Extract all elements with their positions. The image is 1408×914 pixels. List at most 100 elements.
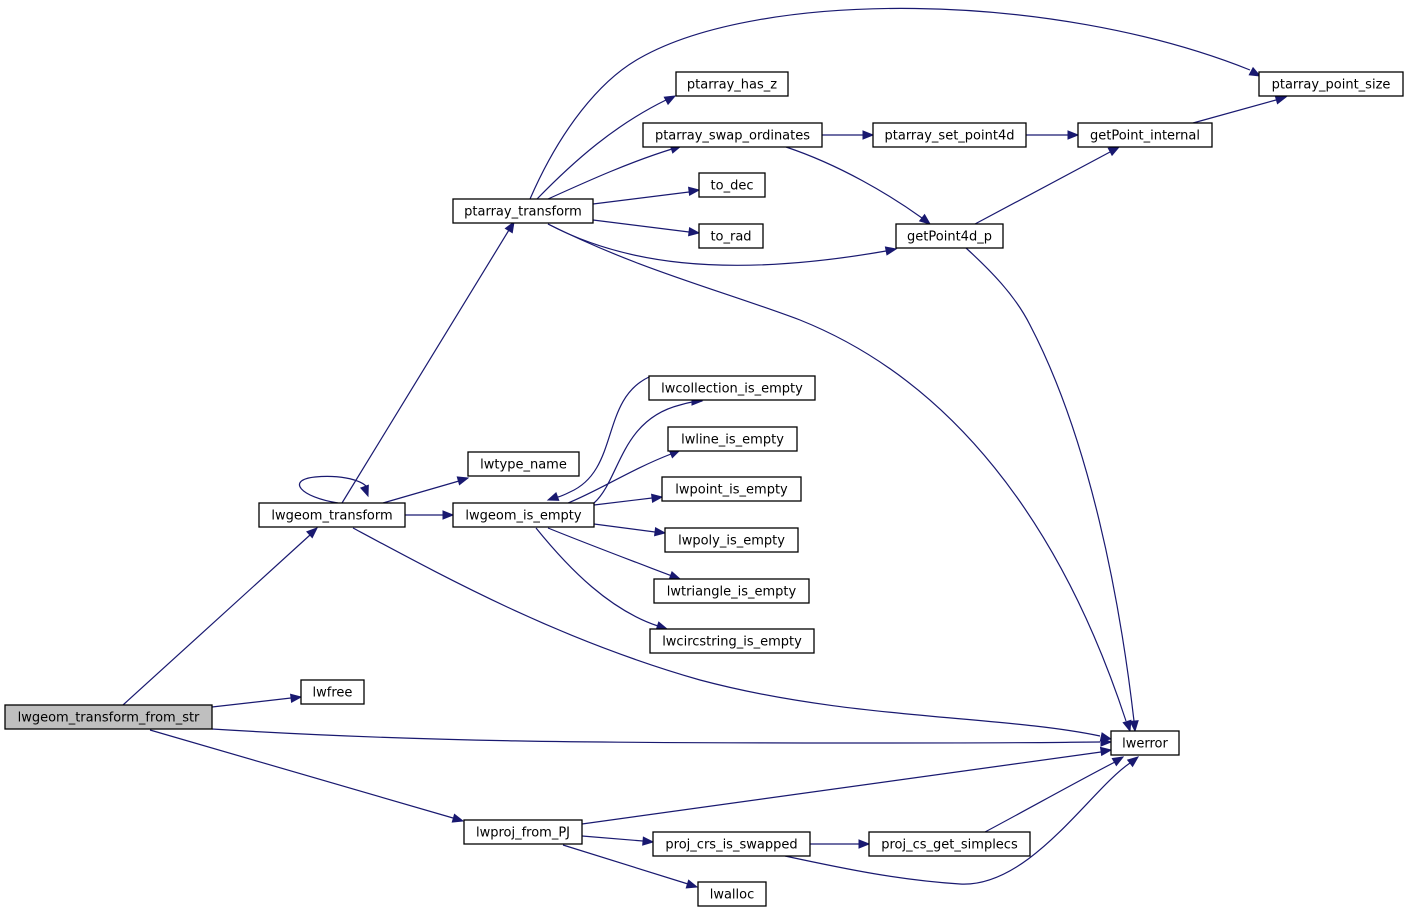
node-lwline_is_empty[interactable]: lwline_is_empty [667,426,798,452]
node-label: ptarray_transform [464,205,582,220]
arrowhead-icon [688,227,701,237]
node-lwgeom_transform[interactable]: lwgeom_transform [258,502,406,528]
edge-line [382,480,460,504]
edge-line [974,151,1111,225]
node-proj_cs_get_simplecs[interactable]: proj_cs_get_simplecs [868,831,1031,857]
node-lwerror[interactable]: lwerror [1110,730,1180,756]
node-label: lwpoint_is_empty [675,483,788,498]
edge-lwgeom_transform_from_str-to-lwproj_from_PJ [149,729,465,823]
edge-ptarray_swap_ordinates-to-getPoint4d_p [785,146,932,225]
node-to_dec[interactable]: to_dec [698,172,766,198]
edge-line [567,453,672,504]
arrowhead-icon [862,130,875,140]
edge-line [535,527,659,627]
edge-getPoint4d_p-to-getPoint_internal [974,146,1121,225]
edge-proj_crs_is_swapped-to-lwerror [784,756,1140,885]
node-ptarray_transform[interactable]: ptarray_transform [452,198,594,224]
node-label: lwgeom_transform [271,509,392,524]
node-lwpoly_is_empty[interactable]: lwpoly_is_empty [664,527,799,553]
edge-ptarray_transform-to-ptarray_swap_ordinates [547,144,683,200]
node-lwproj_from_PJ[interactable]: lwproj_from_PJ [463,819,583,845]
node-box [642,122,823,148]
node-label: lwfree [313,686,353,701]
node-lwcollection_is_empty[interactable]: lwcollection_is_empty [648,375,816,401]
edge-line [1192,99,1277,124]
arrowhead-icon [1129,720,1139,733]
edge-lwgeom_is_empty-to-lwpoint_is_empty [593,493,664,506]
edge-line [581,751,1102,825]
node-box [258,502,406,528]
arrowhead-icon [290,693,303,703]
edge-line [562,844,689,885]
node-lwpoint_is_empty[interactable]: lwpoint_is_empty [661,476,802,502]
node-label: lwgeom_is_empty [465,509,582,524]
node-label: ptarray_swap_ordinates [655,129,810,144]
edge-line [557,376,650,498]
node-lwgeom_transform_from_str[interactable]: lwgeom_transform_from_str [4,704,213,730]
arrowhead-icon [1122,719,1132,733]
node-lwfree[interactable]: lwfree [300,679,365,705]
edge-line [149,729,454,819]
arrowhead-icon [306,527,319,539]
arrowhead-icon [546,491,560,501]
edge-line [341,229,510,504]
node-ptarray_swap_ordinates[interactable]: ptarray_swap_ordinates [642,122,823,148]
node-lwcircstring_is_empty[interactable]: lwcircstring_is_empty [649,628,815,654]
edge-line [529,7,1251,200]
edge-getPoint4d_p-to-lwerror [965,247,1139,733]
arrowhead-icon [1126,756,1140,768]
node-box [1258,71,1404,97]
edge-line [984,761,1116,833]
arrowhead-icon [663,95,677,106]
node-label: lwgeom_transform_from_str [18,711,200,726]
node-ptarray_set_point4d[interactable]: ptarray_set_point4d [872,122,1027,148]
node-getPoint4d_p[interactable]: getPoint4d_p [895,223,1004,249]
edge-line [299,475,369,504]
arrowhead-icon [1248,66,1262,77]
node-to_rad[interactable]: to_rad [698,223,764,249]
node-box [895,223,1004,249]
edge-lwgeom_transform_from_str-to-lwgeom_transform [122,527,319,706]
node-lwtriangle_is_empty[interactable]: lwtriangle_is_empty [653,578,810,604]
node-label: proj_cs_get_simplecs [881,838,1018,853]
edge-line [352,527,1101,737]
node-lwtype_name[interactable]: lwtype_name [467,451,580,477]
arrowhead-icon [688,186,701,196]
arrowhead-icon [858,839,871,849]
node-label: to_dec [711,179,754,194]
node-label: ptarray_has_z [687,78,777,93]
node-box [648,375,816,401]
node-lwalloc[interactable]: lwalloc [697,881,767,907]
edge-lwgeom_is_empty-to-lwtriangle_is_empty [547,527,682,580]
node-ptarray_has_z[interactable]: ptarray_has_z [675,71,789,97]
node-lwgeom_is_empty[interactable]: lwgeom_is_empty [452,502,595,528]
node-box [649,628,815,654]
node-proj_crs_is_swapped[interactable]: proj_crs_is_swapped [652,831,811,857]
edge-lwgeom_transform-to-lwgeom_transform [299,475,369,504]
edge-lwproj_from_PJ-to-proj_crs_is_swapped [581,835,655,846]
edge-line [211,728,1101,744]
edge-line [784,762,1131,885]
edge-lwgeom_transform_from_str-to-lwerror [211,728,1113,747]
node-label: lwcircstring_is_empty [662,635,802,650]
node-label: lwtype_name [480,458,567,473]
node-label: lwpoly_is_empty [678,534,785,549]
edge-line [592,219,690,233]
node-ptarray_point_size[interactable]: ptarray_point_size [1258,71,1404,97]
edge-line [592,191,690,205]
edge-lwgeom_transform_from_str-to-lwfree [211,693,303,708]
node-box [452,198,594,224]
node-box [697,881,767,907]
edge-ptarray_transform-to-to_rad [592,219,701,237]
node-getPoint_internal[interactable]: getPoint_internal [1077,122,1213,148]
call-graph-nodes: lwgeom_transform_from_str lwgeom_transfor… [4,71,1404,907]
edge-lwcollection_is_empty-to-lwgeom_is_empty [546,376,650,501]
node-box [653,578,810,604]
arrowhead-icon [642,836,655,846]
node-box [675,71,789,97]
edge-lwgeom_transform-to-ptarray_transform [341,220,515,504]
arrowhead-icon [651,493,664,503]
edge-ptarray_transform-to-ptarray_point_size [529,7,1262,200]
edge-lwgeom_transform-to-lwgeom_is_empty [405,510,455,520]
edge-lwgeom_is_empty-to-lwpoly_is_empty [593,523,667,537]
